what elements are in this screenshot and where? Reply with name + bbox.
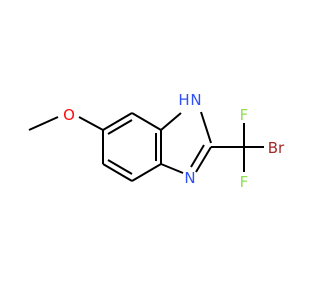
bond-c2-n — [195, 146, 212, 173]
fluorine-bottom-atom: F — [240, 173, 249, 191]
bond-c3a-c4 — [131, 163, 162, 182]
bond-c5-c6 — [102, 112, 133, 131]
bond-methyl-oxygen — [28, 116, 59, 131]
bond-c4-c5a — [102, 163, 133, 182]
bond-n-c3a — [160, 163, 184, 174]
bond-nh-c2 — [200, 111, 212, 144]
oxygen-atom: O — [63, 106, 75, 124]
bond-c4-c5a-inner — [107, 159, 133, 175]
bond-c2-n-inner — [190, 144, 205, 168]
bonds — [28, 111, 264, 182]
nitrogen-h-atom: N — [190, 91, 201, 109]
bond-c5-c6-inner — [107, 119, 133, 135]
bond-oxygen-ring — [78, 116, 104, 131]
structure-canvas: O N H N F F Br — [28, 91, 285, 191]
molecule-structure: O N H N F F Br — [28, 91, 285, 191]
bond-c7a-nh — [160, 112, 182, 131]
hydrogen-atom: H — [178, 91, 189, 109]
bromine-atom: Br — [268, 139, 285, 157]
atom-labels: O N H N F F Br — [63, 91, 285, 191]
bond-c6-c7a — [131, 112, 162, 131]
nitrogen-atom: N — [184, 169, 195, 187]
fluorine-top-atom: F — [240, 106, 249, 124]
